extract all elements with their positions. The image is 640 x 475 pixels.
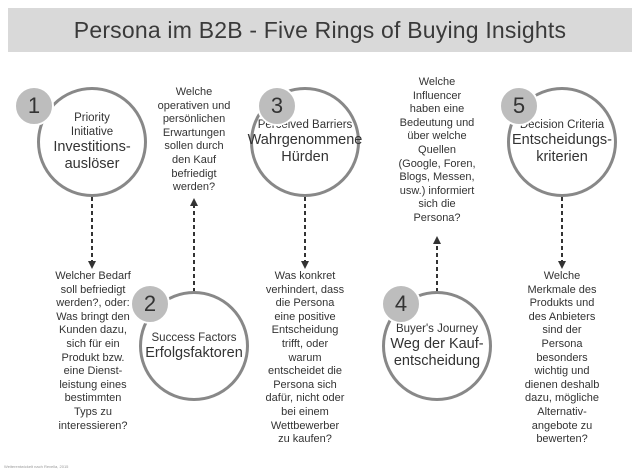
ring-2-number-badge: 2 [130, 284, 170, 324]
question-3-text: Was konkret verhindert, dass die Persona… [265, 270, 345, 446]
title-banner: Persona im B2B - Five Rings of Buying In… [8, 8, 632, 52]
question-2-text: Welche operativen und persönlichen Erwar… [157, 86, 231, 194]
ring-3-german-label: Wahrgenommene Hürden [247, 132, 363, 165]
ring-4-german-label: Weg der Kauf- entscheidung [390, 336, 484, 369]
question-5-text: Welche Merkmale des Produkts und des Anb… [524, 270, 600, 446]
ring-5-english-label: Decision Criteria [519, 119, 605, 131]
page-title: Persona im B2B - Five Rings of Buying In… [73, 16, 567, 43]
ring-1-number-badge: 1 [14, 86, 54, 126]
question-1-text: Welcher Bedarf soll befriedigt werden?, … [55, 270, 131, 432]
ring-5: Decision Criteria Entscheidungs- kriteri… [507, 87, 617, 197]
ring-4-english-label: Buyer's Journey [395, 323, 479, 335]
ring-2-english-label: Success Factors [151, 331, 237, 344]
source-credit: Weiterentwickelt nach Revella, 2015 [4, 464, 69, 469]
ring-4: Buyer's Journey Weg der Kauf- entscheidu… [382, 291, 492, 401]
ring-1-english-label: Priority Initiative [70, 112, 114, 138]
question-4-text: Welche Influencer haben eine Bedeutung u… [398, 76, 476, 224]
ring-1: Priority Initiative Investitions- auslös… [37, 87, 147, 197]
ring-3-number-badge: 3 [257, 86, 297, 126]
ring-2-german-label: Erfolgsfaktoren [145, 344, 243, 361]
ring-4-number-badge: 4 [381, 284, 421, 324]
ring-5-german-label: Entscheidungs- kriterien [512, 132, 612, 165]
ring-5-number-badge: 5 [499, 86, 539, 126]
ring-1-german-label: Investitions- auslöser [53, 139, 131, 172]
ring-2: Success Factors Erfolgsfaktoren [139, 291, 249, 401]
